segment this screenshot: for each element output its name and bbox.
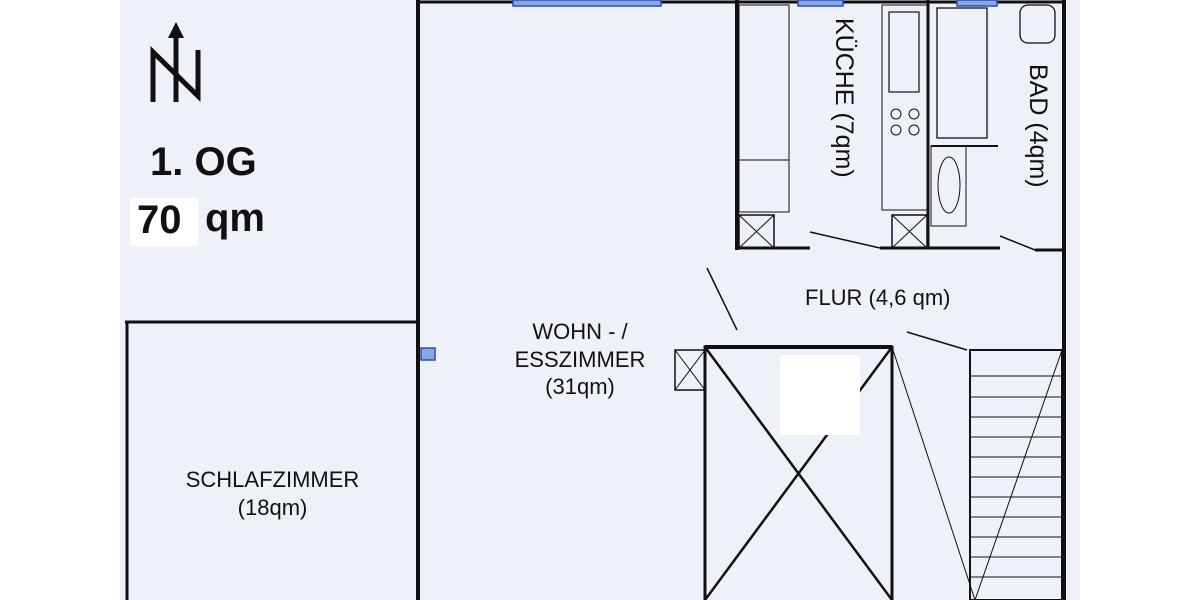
room-label-wohnzimmer: WOHN - / ESSZIMMER (31qm) — [514, 319, 646, 399]
total-area-unit: qm — [205, 196, 265, 240]
room-label-schlafzimmer: SCHLAFZIMMER (18qm) — [185, 467, 360, 520]
total-area-value: 70 — [137, 198, 182, 242]
floor-label: 1. OG — [150, 140, 257, 184]
room-label-bad: BAD (4qm) — [1024, 64, 1052, 188]
room-label-flur: FLUR (4,6 qm) — [805, 285, 951, 310]
north-arrow-icon — [150, 22, 201, 102]
room-label-kueche: KÜCHE (7qm) — [830, 18, 858, 178]
floor-plan — [120, 0, 1080, 600]
